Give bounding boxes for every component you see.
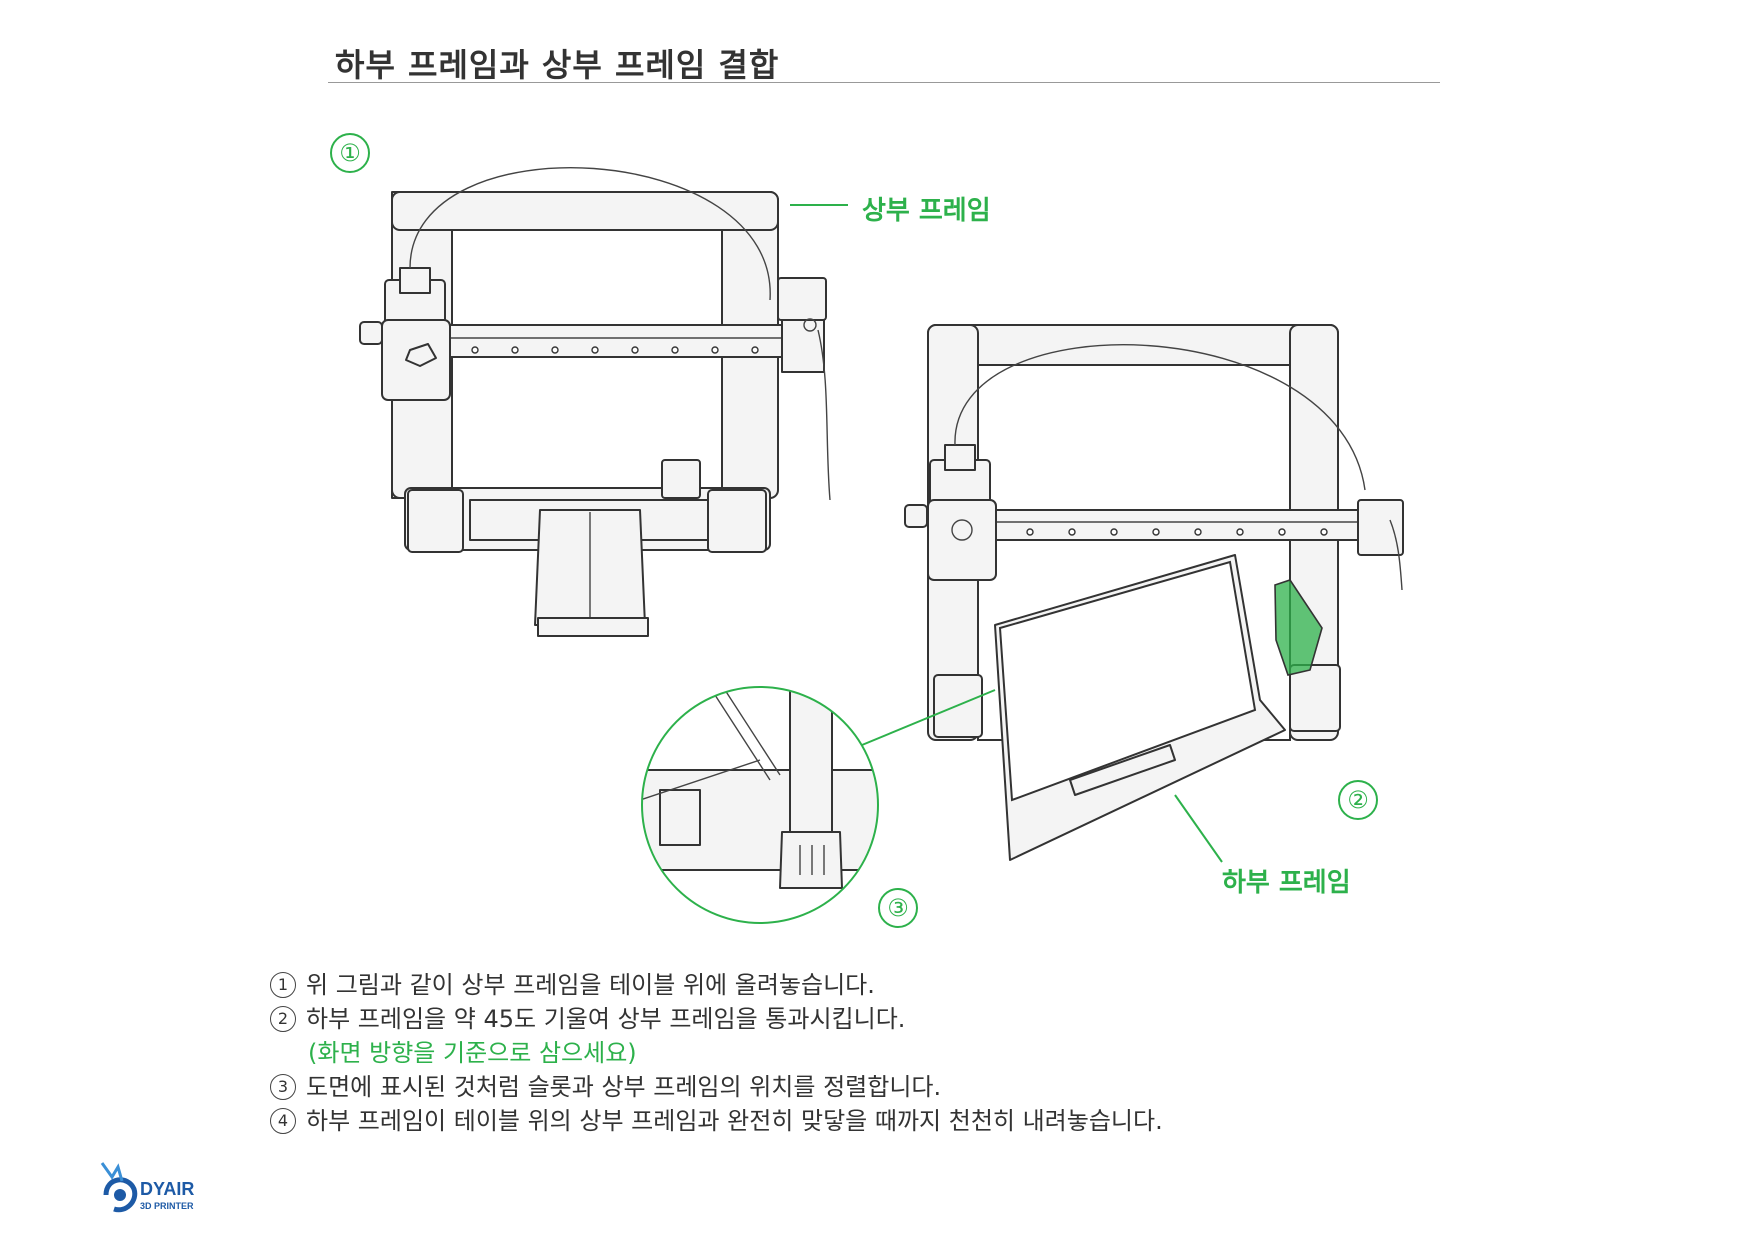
instruction-step-2-note: (화면 방향을 기준으로 삼으세요): [308, 1039, 637, 1067]
step-number: 3: [270, 1074, 296, 1100]
logo-text-secondary: 3D PRINTER: [140, 1201, 194, 1211]
step-number: 1: [270, 972, 296, 998]
instruction-list: 1 위 그림과 같이 상부 프레임을 테이블 위에 올려놓습니다. 2 하부 프…: [270, 968, 1163, 1138]
step-number: 2: [270, 1006, 296, 1032]
instruction-step-2: 2 하부 프레임을 약 45도 기울여 상부 프레임을 통과시킵니다.: [270, 1002, 1163, 1036]
page-title: 하부 프레임과 상부 프레임 결합: [335, 46, 780, 84]
figure-number-3: ③: [878, 888, 918, 928]
logo-mark-icon: [100, 1162, 138, 1213]
upper-frame-label: 상부 프레임: [862, 196, 991, 226]
lower-frame-leader: [1174, 794, 1223, 863]
dyair-logo: DYAIR 3D PRINTER: [100, 1162, 194, 1213]
assembly-illustration: [359, 167, 1404, 924]
title-divider: [328, 82, 1440, 83]
figure-number-1: ①: [330, 133, 370, 173]
step-text: 위 그림과 같이 상부 프레임을 테이블 위에 올려놓습니다.: [306, 971, 875, 999]
detail-zoom-drawing: [641, 686, 996, 924]
figure-number-2: ②: [1338, 780, 1378, 820]
step-number: 4: [270, 1108, 296, 1134]
step-text: 하부 프레임을 약 45도 기울여 상부 프레임을 통과시킵니다.: [306, 1005, 906, 1033]
step-text: 도면에 표시된 것처럼 슬롯과 상부 프레임의 위치를 정렬합니다.: [306, 1073, 942, 1101]
step-text: 하부 프레임이 테이블 위의 상부 프레임과 완전히 맞닿을 때까지 천천히 내…: [306, 1107, 1163, 1135]
instruction-step-3: 3 도면에 표시된 것처럼 슬롯과 상부 프레임의 위치를 정렬합니다.: [270, 1070, 1163, 1104]
instruction-step-1: 1 위 그림과 같이 상부 프레임을 테이블 위에 올려놓습니다.: [270, 968, 1163, 1002]
instruction-step-4: 4 하부 프레임이 테이블 위의 상부 프레임과 완전히 맞닿을 때까지 천천히…: [270, 1104, 1163, 1138]
upper-frame-drawing: [359, 167, 831, 637]
logo-text-primary: DYAIR: [140, 1179, 194, 1199]
combined-frames-drawing: [904, 324, 1404, 861]
lower-frame-label: 하부 프레임: [1222, 868, 1351, 898]
